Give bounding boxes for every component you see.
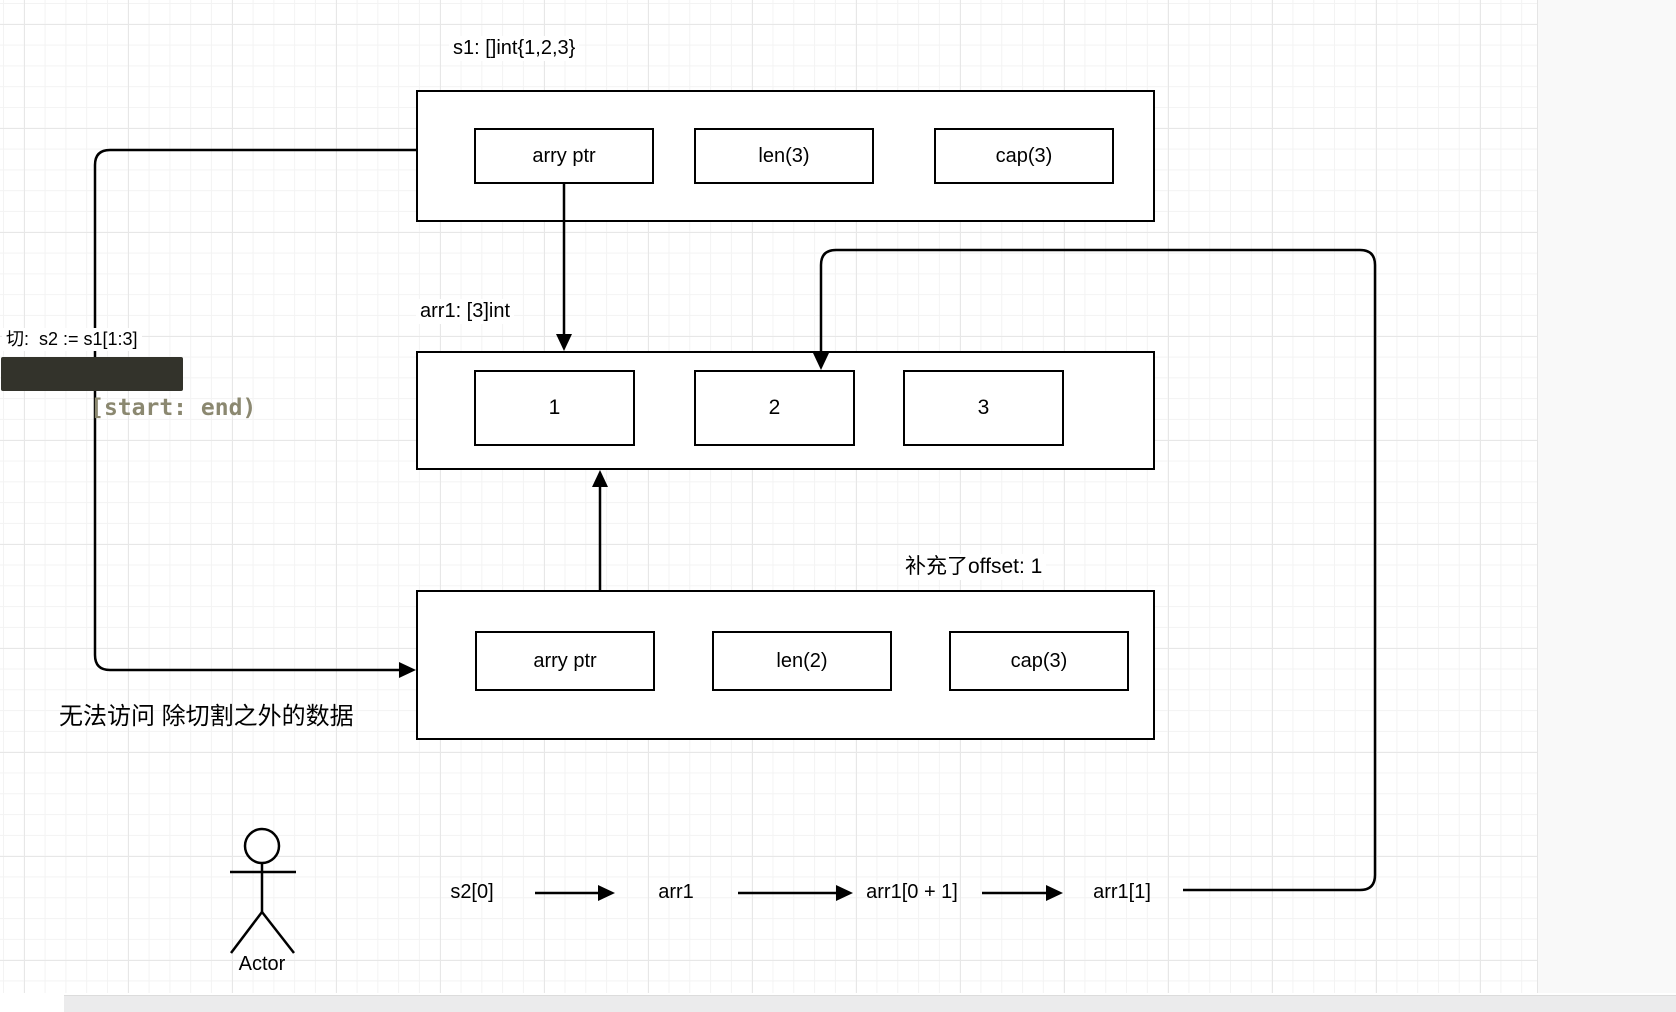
flow-step-s2-0[interactable]: s2[0] [450,881,494,903]
horizontal-scrollbar[interactable] [64,995,1676,1012]
arr1-cell-2-value: 3 [977,396,990,419]
arr1-cell-0[interactable]: 1 [474,370,635,446]
flow-step-arr1-1[interactable]: arr1[1] [1093,881,1151,903]
s2-field-arry-ptr[interactable]: arry ptr [475,631,655,691]
s2-field-len[interactable]: len(2) [712,631,892,691]
s2-field-cap[interactable]: cap(3) [949,631,1129,691]
no-access-note[interactable]: 无法访问 除切割之外的数据 [59,703,354,730]
arr1-cell-2[interactable]: 3 [903,370,1064,446]
s1-field-arry-ptr[interactable]: arry ptr [474,128,654,184]
offpage-area [1537,0,1676,993]
s2-field-cap-label: cap(3) [1010,649,1068,672]
s1-field-len[interactable]: len(3) [694,128,874,184]
scrollbar-area [0,993,1676,1012]
arr1-title[interactable]: arr1: [3]int [416,299,515,324]
s1-field-cap[interactable]: cap(3) [934,128,1114,184]
actor-label[interactable]: Actor [238,953,286,975]
flow-step-arr1-0-plus-1[interactable]: arr1[0 + 1] [866,881,958,903]
s2-field-arry-ptr-label: arry ptr [533,649,597,672]
s1-field-len-label: len(3) [758,144,810,167]
s2-offset-title[interactable]: 补充了offset: 1 [901,554,1047,581]
flow-step-arr1[interactable]: arr1 [658,881,694,903]
s1-field-cap-label: cap(3) [995,144,1053,167]
arr1-cell-1-value: 2 [768,396,781,419]
s1-field-arry-ptr-label: arry ptr [532,144,596,167]
s1-title[interactable]: s1: []int{1,2,3} [449,36,580,61]
slice-operation-label[interactable]: 切: s2 := s1[1:3] [2,328,142,351]
slice-range-code-text: [start: end) [90,395,257,421]
arr1-cell-0-value: 1 [548,396,561,419]
s2-field-len-label: len(2) [776,649,828,672]
arr1-cell-1[interactable]: 2 [694,370,855,446]
slice-range-code-box[interactable]: [start: end) [1,357,256,421]
